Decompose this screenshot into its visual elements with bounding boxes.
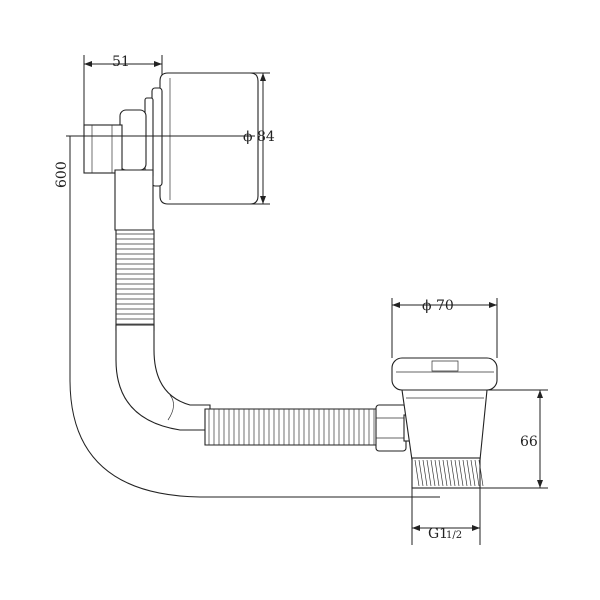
- thread-line: [462, 459, 468, 487]
- dim-phi-70: ϕ 70: [391, 298, 498, 358]
- dim-66: 66: [480, 389, 548, 489]
- thread-line: [418, 459, 424, 487]
- thread-line: [422, 459, 428, 487]
- thread-line: [434, 459, 440, 487]
- thread-line: [446, 459, 452, 487]
- dim-600: 600: [54, 136, 440, 498]
- dim-51: 51: [83, 54, 163, 125]
- dim-thread-label: G1: [428, 526, 448, 542]
- thread-line: [458, 459, 464, 487]
- thread-line: [474, 459, 480, 487]
- overflow-assembly: [83, 72, 259, 231]
- corrugated-hose-vertical: [115, 229, 155, 331]
- dim-51-label: 51: [112, 54, 130, 70]
- dim-thread: G1 1/2: [411, 488, 481, 545]
- dim-66-label: 66: [520, 434, 538, 450]
- thread-line: [450, 459, 456, 487]
- dim-thread-fraction: 1/2: [446, 530, 462, 541]
- dim-600-label: 600: [54, 161, 70, 188]
- waste-body: [391, 357, 498, 489]
- thread-line: [426, 459, 432, 487]
- dim-phi-84: ϕ 84: [243, 72, 275, 205]
- dim-phi-70-label: ϕ 70: [422, 298, 454, 314]
- thread-line: [454, 459, 460, 487]
- thread-line: [438, 459, 444, 487]
- thread-line: [478, 459, 484, 487]
- thread-line: [414, 459, 420, 487]
- thread-line: [470, 459, 476, 487]
- dim-phi-84-label: ϕ 84: [243, 129, 275, 145]
- thread-line: [442, 459, 448, 487]
- thread-line: [430, 459, 436, 487]
- corrugated-hose-horizontal: [204, 408, 378, 446]
- smooth-hose-bend: [115, 324, 211, 431]
- thread-line: [466, 459, 472, 487]
